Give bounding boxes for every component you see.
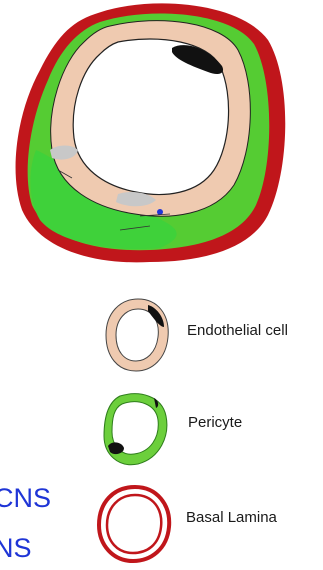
capillary-cross-section	[0, 0, 323, 300]
side-label-ns: NS	[0, 535, 32, 562]
basal-lamina-icon	[95, 483, 175, 565]
legend-label-basal-lamina: Basal Lamina	[186, 510, 277, 525]
junction-marker	[157, 209, 163, 215]
legend-label-endothelial: Endothelial cell	[187, 323, 288, 338]
endothelial-cell-icon	[102, 295, 174, 375]
side-label-cns: CNS	[0, 485, 51, 512]
legend-label-pericyte: Pericyte	[188, 415, 242, 430]
pericyte-icon	[100, 388, 172, 468]
